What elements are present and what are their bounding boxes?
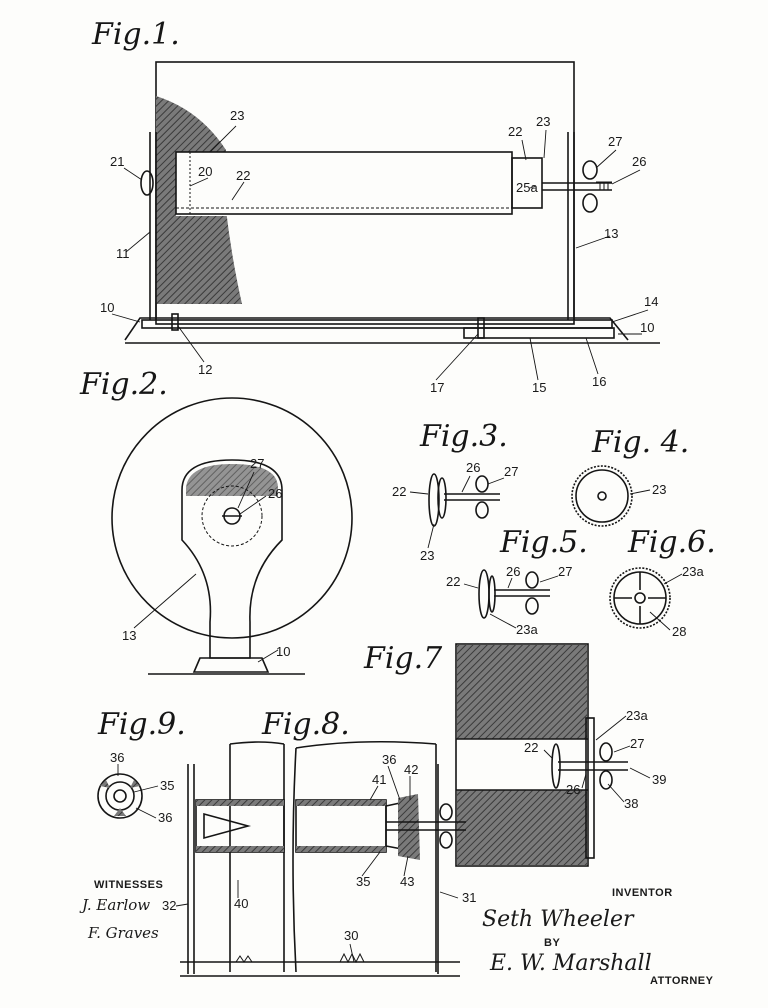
ref: 21 bbox=[110, 154, 124, 169]
ref: 43 bbox=[400, 874, 414, 889]
ref: 23 bbox=[652, 482, 666, 497]
ref: 41 bbox=[372, 772, 386, 787]
fig5-title: Fig.5. bbox=[499, 525, 588, 560]
ref: 32 bbox=[162, 898, 176, 913]
fig4-drawing bbox=[571, 465, 633, 527]
by-label: BY bbox=[544, 937, 560, 949]
fig2-reference-numerals: 27 26 13 10 bbox=[122, 456, 290, 663]
fig8-reference-numerals: 36 42 41 35 43 31 40 30 bbox=[234, 752, 476, 963]
fig6-leaders bbox=[649, 573, 683, 631]
ref: 20 bbox=[198, 164, 212, 179]
ref: 12 bbox=[198, 362, 212, 377]
ref: 27 bbox=[504, 464, 518, 479]
ref: 28 bbox=[672, 624, 686, 639]
ref: 14 bbox=[644, 294, 658, 309]
ref: 22 bbox=[236, 168, 250, 183]
ref: 22 bbox=[392, 484, 406, 499]
ref: 22 bbox=[524, 740, 538, 755]
witness-signature-2: F. Graves bbox=[87, 924, 159, 942]
fig5-drawing bbox=[478, 569, 550, 619]
ref: 10 bbox=[640, 320, 654, 335]
ref: 10 bbox=[100, 300, 114, 315]
ref: 15 bbox=[532, 380, 546, 395]
attorney-label: ATTORNEY bbox=[650, 975, 714, 987]
ref: 36 bbox=[110, 750, 124, 765]
inventor-block: INVENTOR Seth Wheeler BY E. W. Marshall … bbox=[482, 887, 714, 987]
fig3-reference-numerals: 22 26 27 23 bbox=[392, 460, 518, 563]
fig9-drawing bbox=[97, 773, 143, 819]
ref: 40 bbox=[234, 896, 248, 911]
ref: 10 bbox=[276, 644, 290, 659]
ref: 27 bbox=[608, 134, 622, 149]
inventor-signature: Seth Wheeler bbox=[482, 907, 635, 932]
ref: 35 bbox=[160, 778, 174, 793]
fig9-reference-numerals: 36 35 36 bbox=[110, 750, 174, 825]
fig1-reference-numerals: 23 21 20 22 11 10 12 22 23 25a 27 26 13 … bbox=[100, 108, 658, 395]
fig2-title: Fig.2. bbox=[79, 367, 168, 402]
ref: 22 bbox=[446, 574, 460, 589]
ref: 13 bbox=[122, 628, 136, 643]
fig3-title: Fig.3. bbox=[419, 419, 508, 454]
fig1-drawing bbox=[124, 61, 660, 344]
ref: 27 bbox=[630, 736, 644, 751]
ref: 23 bbox=[536, 114, 550, 129]
fig7-drawing bbox=[455, 643, 628, 867]
ref: 27 bbox=[558, 564, 572, 579]
ref: 31 bbox=[462, 890, 476, 905]
ref: 23 bbox=[230, 108, 244, 123]
ref: 23a bbox=[626, 708, 648, 723]
fig1-title: Fig.1. bbox=[91, 17, 180, 52]
witness-signature-1: J. Earlow bbox=[79, 896, 150, 914]
ref: 13 bbox=[604, 226, 618, 241]
ref: 26 bbox=[566, 782, 580, 797]
ref: 38 bbox=[624, 796, 638, 811]
fig9-title: Fig.9. bbox=[97, 707, 186, 742]
ref: 35 bbox=[356, 874, 370, 889]
ref: 16 bbox=[592, 374, 606, 389]
ref: 23a bbox=[682, 564, 704, 579]
fig4-leader bbox=[629, 489, 651, 495]
fig6-title: Fig.6. bbox=[627, 525, 716, 560]
ref: 23 bbox=[420, 548, 434, 563]
fig8-title: Fig.8. bbox=[261, 707, 350, 742]
witnesses-label: WITNESSES bbox=[94, 879, 163, 891]
fig7-reference-numerals: 23a 22 27 39 26 38 bbox=[524, 708, 666, 811]
ref: 30 bbox=[344, 928, 358, 943]
fig4-title: Fig. 4. bbox=[591, 425, 689, 460]
fig7-title: Fig.7 bbox=[363, 641, 443, 676]
ref: 26 bbox=[268, 486, 282, 501]
fig6-drawing bbox=[609, 567, 671, 629]
ref: 11 bbox=[116, 246, 130, 261]
inventor-label: INVENTOR bbox=[612, 887, 673, 899]
ref: 26 bbox=[632, 154, 646, 169]
ref: 36 bbox=[382, 752, 396, 767]
ref: 23a bbox=[516, 622, 538, 637]
ref: 26 bbox=[506, 564, 520, 579]
fig8-drawing bbox=[180, 740, 466, 977]
fig5-reference-numerals: 22 26 27 23a bbox=[446, 564, 572, 637]
ref: 17 bbox=[430, 380, 444, 395]
ref: 36 bbox=[158, 810, 172, 825]
ref: 27 bbox=[250, 456, 264, 471]
attorney-signature: E. W. Marshall bbox=[489, 951, 652, 976]
ref: 39 bbox=[652, 772, 666, 787]
ref: 25a bbox=[516, 180, 538, 195]
witnesses-block: WITNESSES J. Earlow 32 F. Graves bbox=[79, 879, 189, 942]
fig3-drawing bbox=[428, 473, 500, 527]
fig2-drawing bbox=[111, 397, 353, 675]
ref: 42 bbox=[404, 762, 418, 777]
ref: 26 bbox=[466, 460, 480, 475]
ref: 22 bbox=[508, 124, 522, 139]
